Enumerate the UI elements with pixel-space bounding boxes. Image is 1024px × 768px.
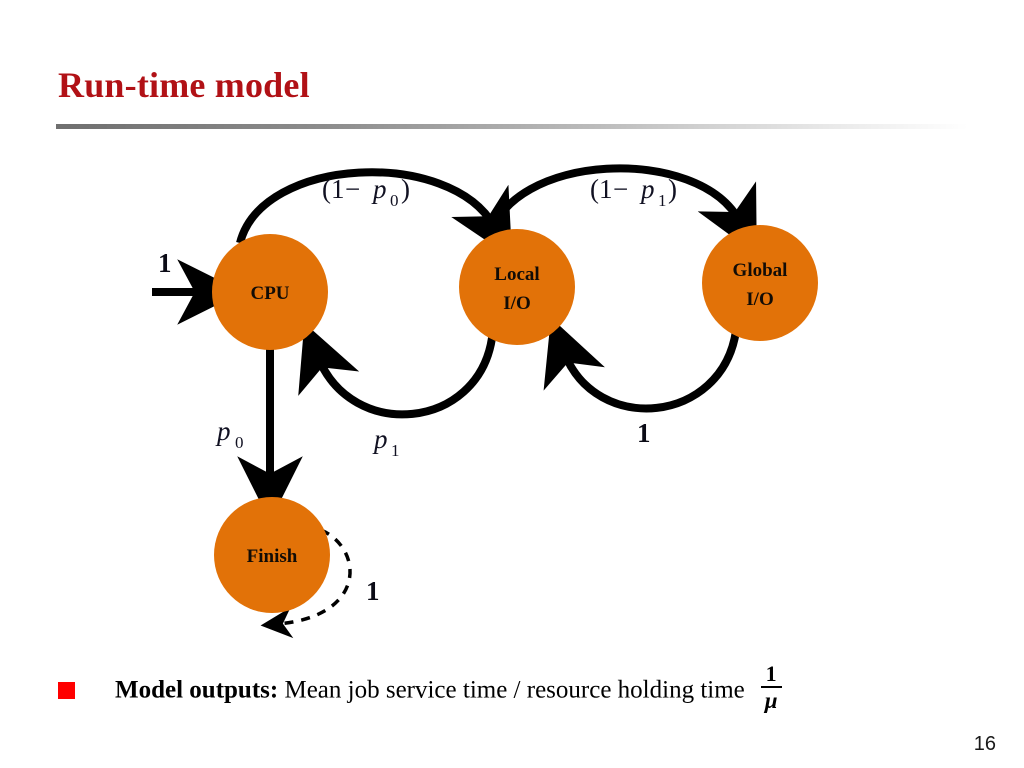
svg-text:p: p bbox=[639, 174, 655, 204]
edge-entry-label: 1 bbox=[158, 248, 172, 278]
page-title: Run-time model bbox=[58, 65, 310, 105]
bullet-text: Model outputs: Mean job service time / r… bbox=[115, 662, 782, 717]
svg-text:p: p bbox=[215, 416, 231, 446]
bullet-rest-text: Mean job service time / resource holding… bbox=[278, 676, 745, 704]
edge-finish-self-loop bbox=[260, 528, 352, 639]
node-cpu[interactable]: CPU bbox=[212, 234, 328, 350]
title-divider bbox=[56, 124, 968, 129]
node-local-io[interactable]: Local I/O bbox=[459, 229, 575, 345]
edge-cpu-to-local-label: (1 − p 0 ) bbox=[322, 174, 410, 210]
svg-text:): ) bbox=[668, 174, 677, 204]
edge-local-to-cpu-label: p 1 bbox=[372, 424, 400, 460]
edge-local-to-cpu bbox=[298, 322, 496, 419]
fraction-denominator: μ bbox=[764, 688, 778, 714]
bullet-square-icon bbox=[58, 682, 75, 700]
svg-text:p: p bbox=[371, 174, 387, 204]
node-global-io-label-line2: I/O bbox=[746, 289, 773, 310]
svg-text:0: 0 bbox=[235, 433, 244, 452]
edge-global-to-local bbox=[543, 317, 740, 413]
svg-text:1: 1 bbox=[658, 191, 667, 210]
svg-text:(1: (1 bbox=[322, 174, 345, 204]
fraction-numerator: 1 bbox=[765, 661, 777, 686]
node-global-io-label-line1: Global bbox=[733, 260, 788, 281]
edge-cpu-to-local bbox=[236, 168, 513, 259]
svg-text:−: − bbox=[345, 174, 360, 204]
node-finish-label: Finish bbox=[247, 546, 298, 567]
bullet-lead-text: Model outputs: bbox=[115, 676, 279, 704]
node-local-io-label-line1: Local bbox=[494, 264, 539, 285]
model-outputs-bullet: Model outputs: Mean job service time / r… bbox=[58, 662, 782, 717]
node-cpu-label: CPU bbox=[250, 283, 289, 304]
edge-global-to-local-label: 1 bbox=[637, 418, 651, 448]
node-global-io[interactable]: Global I/O bbox=[702, 225, 818, 341]
edge-local-to-global bbox=[485, 164, 757, 255]
svg-text:p: p bbox=[372, 424, 388, 454]
svg-text:1: 1 bbox=[391, 441, 400, 460]
svg-text:0: 0 bbox=[390, 191, 399, 210]
svg-text:(1: (1 bbox=[590, 174, 613, 204]
node-finish[interactable]: Finish bbox=[214, 497, 330, 613]
edge-cpu-to-finish-label: p 0 bbox=[215, 416, 244, 452]
fraction-bar bbox=[760, 686, 782, 689]
svg-text:−: − bbox=[613, 174, 628, 204]
edge-local-to-global-label: (1 − p 1 ) bbox=[590, 174, 677, 210]
run-time-model-diagram: 1 (1 − p 0 ) p 1 bbox=[0, 130, 1024, 650]
edge-finish-self-loop-label: 1 bbox=[366, 576, 380, 606]
node-local-io-label-line2: I/O bbox=[503, 293, 530, 314]
page-number: 16 bbox=[973, 733, 996, 755]
svg-text:): ) bbox=[401, 174, 410, 204]
